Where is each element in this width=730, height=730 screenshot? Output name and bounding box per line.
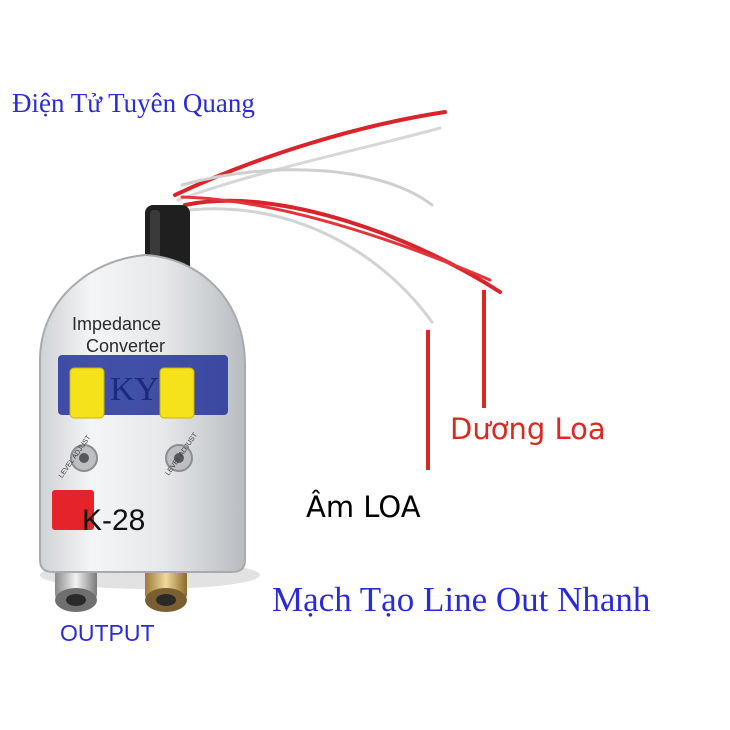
shop-name: Điện Tử Tuyên Quang	[12, 88, 255, 118]
level-adjust-right	[165, 444, 193, 472]
wire-white-3	[186, 207, 434, 324]
device-model: K-28	[82, 504, 145, 537]
device-text-impedance: Impedance	[72, 314, 161, 334]
wire-red-3	[180, 195, 492, 282]
level-adjust-left	[70, 444, 98, 472]
wire-white-1	[176, 126, 442, 202]
positive-speaker-label: Dương Loa	[450, 412, 606, 446]
product-title: Mạch Tạo Line Out Nhanh	[272, 580, 651, 619]
output-label: OUTPUT	[60, 620, 155, 646]
converter-device: Impedance Converter KY LEVEL ADJUST LEVE…	[39, 205, 260, 612]
device-logo: KY	[110, 371, 159, 408]
negative-speaker-label: Âm LOA	[306, 490, 421, 524]
wire-red-2	[183, 198, 502, 294]
wire-red-1	[173, 110, 447, 197]
speaker-wires	[173, 110, 502, 324]
wire-white-2	[180, 168, 434, 207]
trim-pot-right	[159, 367, 195, 419]
trim-pot-left	[69, 367, 105, 419]
device-text-converter: Converter	[86, 336, 165, 356]
